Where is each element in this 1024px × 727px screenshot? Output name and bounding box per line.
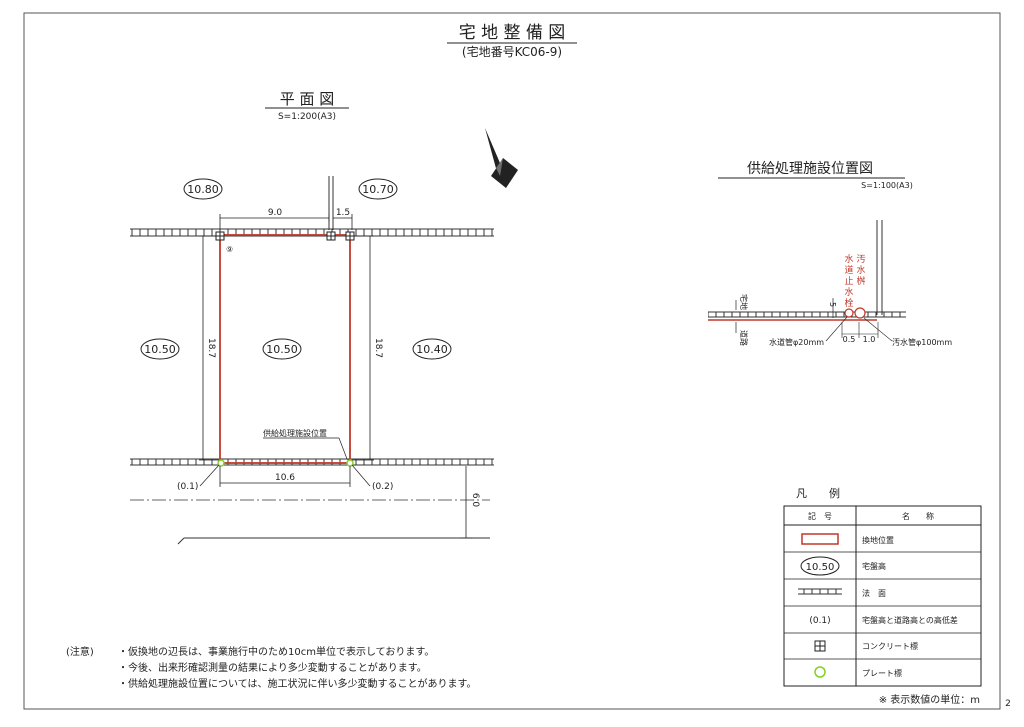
dim-top-offset: 1.5 [336, 208, 350, 218]
slope-band-top [130, 228, 494, 237]
supply-scale: S=1:100(A3) [861, 181, 913, 190]
dim-bottom-width: 10.6 [275, 473, 295, 483]
slope-band-vertical [328, 176, 334, 230]
supply-title: 供給処理施設位置図 [747, 161, 873, 177]
supply-slope-vertical [876, 220, 883, 315]
plan-scale: S=1:200(A3) [278, 112, 336, 122]
page-number: 2 [1005, 699, 1011, 709]
supply-dim-b: 1.0 [863, 335, 876, 344]
unit-note: ※ 表示数値の単位：m [879, 693, 980, 706]
dimension-bottom-width [219, 466, 351, 487]
dimension-right-depth [352, 235, 374, 461]
sheet-subtitle: (宅地番号KC06-9) [462, 44, 562, 59]
elevation-center: 10.50 [262, 338, 302, 360]
svg-text:10.50: 10.50 [144, 343, 176, 356]
sewer-box-label-char: 桝 [856, 275, 865, 287]
water-stop-icon [844, 308, 854, 318]
plan-title: 平 面 図 [280, 90, 335, 108]
legend-title: 凡 例 [796, 486, 840, 500]
sewer-box-label-char: 水 [856, 264, 865, 276]
supply-road-label: 道路 [739, 330, 749, 346]
legend-row-name: 宅盤高 [862, 561, 886, 571]
dimension-top-width [219, 214, 330, 230]
supply-dim-a: 0.5 [843, 335, 856, 344]
water-stop-label-char: 栓 [844, 297, 853, 309]
plate-marker-icon [217, 459, 225, 467]
legend-row-name: コンクリート標 [862, 641, 918, 651]
sheet-border [23, 12, 1001, 710]
diff-right-leader [351, 464, 371, 487]
road-edge-end [177, 537, 185, 545]
slope-band-bottom [130, 458, 494, 466]
legend-row-name: 宅盤高と道路高との高低差 [862, 615, 958, 625]
supply-leader-line [338, 437, 348, 460]
svg-text:10.80: 10.80 [187, 183, 219, 196]
elevation-top-left: 10.80 [183, 178, 223, 200]
note-line: ・仮換地の辺長は、事業施行中のため10cm単位で表示しております。 [118, 645, 434, 658]
sewer-box-icon [854, 307, 866, 319]
legend-symbol-concrete-icon [814, 640, 826, 652]
lot-outline [219, 234, 351, 464]
legend-row-name: プレート標 [862, 668, 902, 678]
svg-text:10.40: 10.40 [416, 343, 448, 356]
sewer-box-label-char: 汚 [856, 253, 865, 265]
sewer-pipe-leader [863, 317, 893, 342]
dim-left-depth: 18.7 [206, 338, 216, 358]
svg-text:10.50: 10.50 [806, 562, 835, 573]
water-stop-label-char: 水 [844, 286, 853, 298]
sewer-box-vertical-label: 汚水桝 [856, 253, 865, 287]
lot-corner-marker: ⑨ [226, 245, 233, 254]
elevation-left: 10.50 [140, 338, 180, 360]
supply-slope-band [708, 311, 906, 318]
dim-road-width: 6.0 [470, 493, 480, 508]
dimension-road-width [460, 466, 472, 539]
plan-view: 平 面 図 S=1:200(A3) [130, 90, 518, 545]
sewer-pipe-label: 汚水管φ100mm [892, 337, 952, 347]
legend-symbol-diff: (0.1) [809, 616, 830, 626]
legend-symbol-lot [801, 533, 839, 545]
dim-right-depth: 18.7 [373, 338, 383, 358]
supply-lot-label: 宅地 [739, 294, 749, 310]
dimension-top-offset [333, 214, 353, 230]
dim-top-width: 9.0 [268, 208, 283, 218]
height-diff-right: (0.2) [372, 482, 393, 492]
dimension-left-depth [199, 235, 219, 461]
notes: (注意) ・仮換地の辺長は、事業施行中のため10cm単位で表示しております。 ・… [66, 645, 477, 690]
elevation-right: 10.40 [412, 338, 452, 360]
water-stop-label-char: 道 [844, 264, 853, 276]
legend-frame [783, 505, 982, 687]
sheet-title: 宅 地 整 備 図 [459, 23, 566, 43]
water-pipe-leader [825, 316, 848, 342]
diff-left-leader [199, 464, 220, 487]
elevation-top-right: 10.70 [358, 178, 398, 200]
water-pipe-label: 水道管φ20mm [769, 337, 824, 347]
legend: 凡 例 記 号 名 称 10.50 (0.1) 換地位置 宅 [783, 486, 982, 706]
legend-symbol-elevation: 10.50 [800, 556, 840, 576]
note-line: ・供給処理施設位置については、施工状況に伴い多少変動することがあります。 [118, 677, 477, 690]
legend-symbol-slope [798, 588, 842, 595]
north-arrow-icon [485, 128, 518, 188]
svg-text:10.50: 10.50 [266, 343, 298, 356]
svg-text:10.70: 10.70 [362, 183, 394, 196]
legend-header-symbol: 記 号 [808, 511, 832, 521]
legend-row-name: 法 面 [862, 588, 886, 598]
legend-header-name: 名 称 [902, 511, 934, 521]
legend-symbol-plate-icon [814, 666, 826, 678]
supply-location-label: 供給処理施設位置 [263, 428, 327, 438]
legend-row-name: 換地位置 [862, 535, 894, 545]
note-line: ・今後、出来形確認測量の結果により多少変動することがあります。 [118, 661, 427, 674]
supply-dim-vertical: 5 [828, 302, 837, 307]
notes-label: (注意) [66, 645, 94, 658]
water-stop-label-char: 水 [844, 253, 853, 265]
concrete-marker-icon [326, 231, 336, 241]
height-diff-left: (0.1) [177, 482, 198, 492]
water-stop-label-char: 止 [844, 275, 853, 287]
